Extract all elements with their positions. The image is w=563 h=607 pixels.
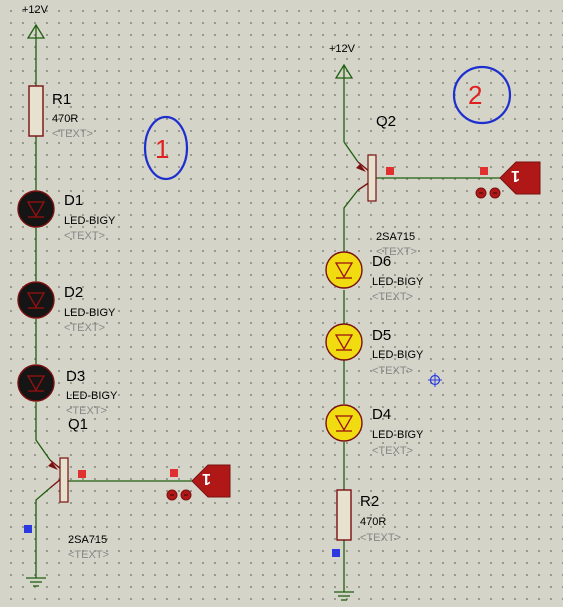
led-d3[interactable]: D3 LED-BIGY <TEXT>	[17, 364, 118, 417]
d1-value: LED-BIGY	[64, 215, 116, 227]
d3-value: LED-BIGY	[66, 390, 118, 402]
wire-c1-emitter	[35, 487, 51, 578]
d1-name: D1	[64, 192, 83, 209]
pin-marker-q1-base	[78, 470, 86, 478]
resistor-r1[interactable]: R1 470R <TEXT>	[28, 85, 93, 140]
q1-value: 2SA715	[68, 534, 107, 546]
q2-value: 2SA715	[376, 231, 415, 243]
power-label-2: +12V	[329, 43, 356, 55]
d4-name: D4	[372, 406, 391, 423]
q1-name: Q1	[68, 416, 88, 433]
transistor-q2[interactable]: Q2 2SA715 <TEXT>	[356, 113, 417, 258]
d1-text: <TEXT>	[64, 230, 105, 242]
q2-text: <TEXT>	[376, 246, 417, 258]
q2-name: Q2	[376, 113, 396, 130]
wire-c2-collector	[343, 189, 359, 592]
cursor-crosshair-icon	[428, 373, 442, 387]
d2-text: <TEXT>	[64, 322, 105, 334]
r1-text: <TEXT>	[52, 128, 93, 140]
r2-name: R2	[360, 493, 379, 510]
ground-symbol-1	[26, 577, 46, 587]
d4-value: LED-BIGY	[372, 429, 424, 441]
logic-state-value-2: 1	[511, 167, 520, 184]
power-terminal-2[interactable]: +12V	[329, 43, 356, 142]
led-d5[interactable]: D5 LED-BIGY <TEXT>	[325, 323, 424, 377]
d2-name: D2	[64, 284, 83, 301]
r1-name: R1	[52, 91, 71, 108]
d2-value: LED-BIGY	[64, 307, 116, 319]
d3-text: <TEXT>	[66, 405, 107, 417]
circuit-2: +12V Q2 2SA715 <TEXT> D6 LED-BI	[325, 43, 541, 601]
logic-state-value-1: 1	[202, 470, 211, 487]
led-d2[interactable]: D2 LED-BIGY <TEXT>	[17, 281, 116, 334]
logic-state-terminal-1[interactable]: 1	[166, 464, 231, 501]
pin-marker-terminal-1	[170, 469, 178, 477]
r2-text: <TEXT>	[360, 532, 401, 544]
annotation-circle-1: 1	[143, 115, 189, 181]
annotation-number-2: 2	[468, 80, 482, 110]
r2-value: 470R	[360, 516, 386, 528]
ground-symbol-2	[334, 591, 354, 601]
d6-text: <TEXT>	[372, 291, 413, 303]
led-d6[interactable]: D6 LED-BIGY <TEXT>	[325, 251, 424, 303]
power-terminal-1[interactable]: +12V	[22, 4, 49, 72]
logic-state-terminal-2[interactable]: 1	[475, 161, 541, 199]
probe-marker-2	[332, 549, 340, 557]
pin-marker-terminal-2	[480, 167, 488, 175]
led-d4[interactable]: D4 LED-BIGY <TEXT>	[325, 404, 424, 457]
d5-name: D5	[372, 327, 391, 344]
d6-name: D6	[372, 253, 391, 270]
transistor-q1[interactable]: Q1 2SA715 <TEXT>	[48, 416, 109, 561]
r1-value: 470R	[52, 113, 78, 125]
led-d1[interactable]: D1 LED-BIGY <TEXT>	[17, 190, 116, 242]
wire-c1-main	[35, 72, 51, 461]
d4-text: <TEXT>	[372, 445, 413, 457]
q1-text: <TEXT>	[68, 549, 109, 561]
annotation-number-1: 1	[155, 134, 169, 164]
annotation-circle-2: 2	[452, 65, 512, 125]
d3-name: D3	[66, 368, 85, 385]
probe-marker-1	[24, 525, 32, 533]
d5-text: <TEXT>	[372, 365, 413, 377]
pin-marker-q2-base	[386, 167, 394, 175]
power-label-1: +12V	[22, 4, 49, 16]
wire-c2-emitter	[343, 141, 359, 163]
d6-value: LED-BIGY	[372, 276, 424, 288]
resistor-r2[interactable]: R2 470R <TEXT>	[336, 489, 401, 544]
d5-value: LED-BIGY	[372, 349, 424, 361]
circuit-1: +12V R1 470R <TEXT> D1 LED-BIGY <TEXT>	[17, 4, 231, 587]
